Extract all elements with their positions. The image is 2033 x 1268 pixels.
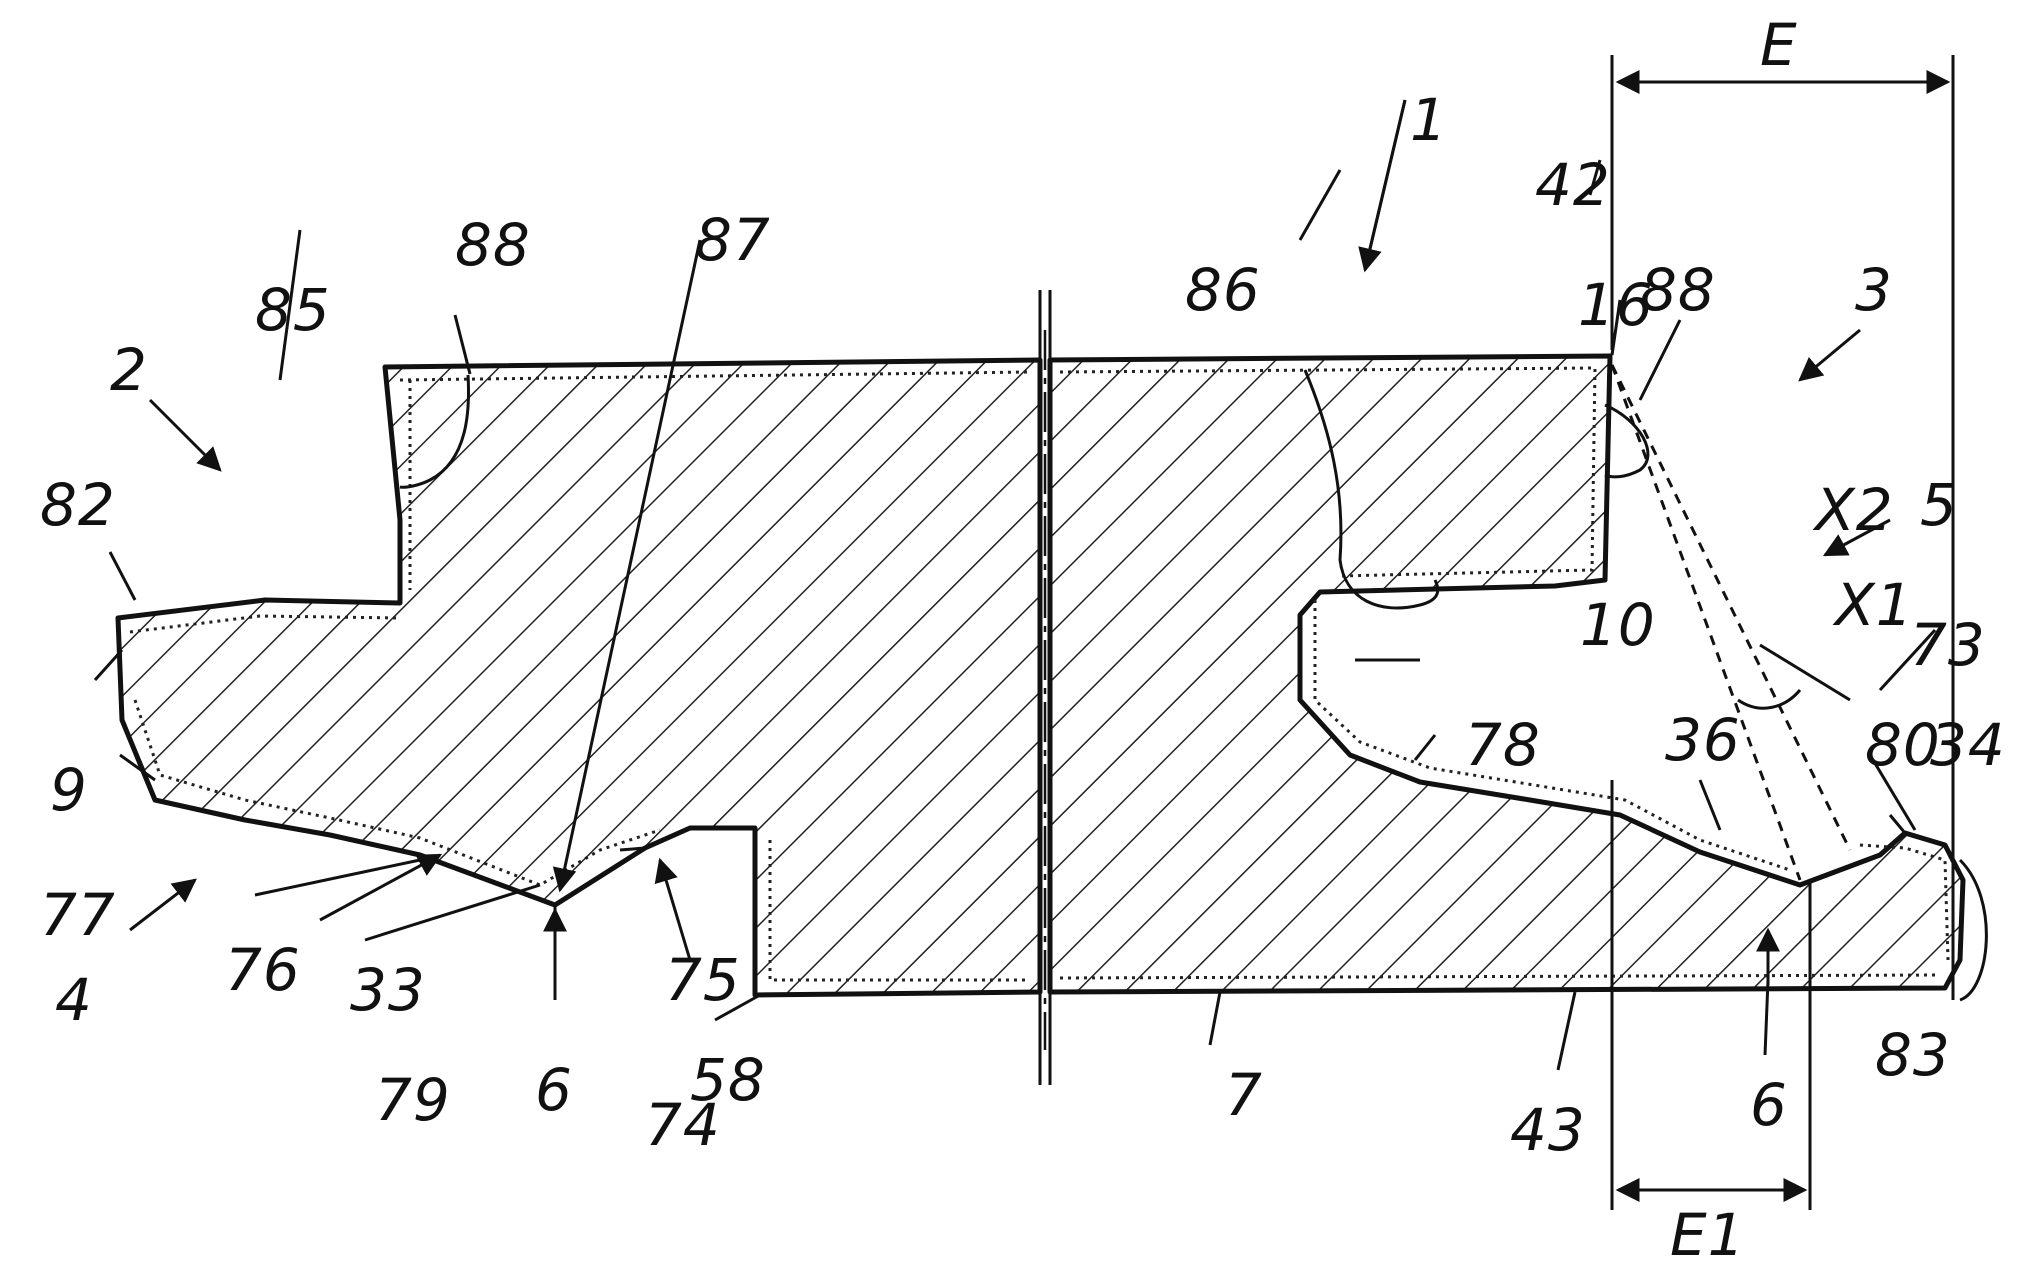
label-E: E <box>1760 11 1798 79</box>
left-section-body <box>118 360 1040 995</box>
arrow-2 <box>150 400 220 470</box>
label-43: 43 <box>1510 1096 1586 1164</box>
right-section-body <box>1050 356 1963 992</box>
inner-contour-88-right <box>1605 405 1648 477</box>
label-73: 73 <box>1910 611 1986 679</box>
label-74: 74 <box>645 1091 721 1159</box>
label-6b: 6 <box>1750 1071 1788 1139</box>
label-5: 5 <box>1920 471 1958 539</box>
label-88a: 88 <box>455 211 531 279</box>
label-33: 33 <box>350 956 426 1024</box>
label-88b: 88 <box>1640 256 1716 324</box>
label-75: 75 <box>665 946 741 1014</box>
label-82: 82 <box>40 471 116 539</box>
label-36: 36 <box>1665 706 1741 774</box>
label-80: 80 <box>1865 711 1941 779</box>
label-X2: X2 <box>1812 476 1894 544</box>
label-1: 1 <box>1410 86 1448 154</box>
label-77: 77 <box>40 881 116 949</box>
label-X1: X1 <box>1832 571 1914 639</box>
label-76: 76 <box>225 936 301 1004</box>
label-6a: 6 <box>535 1056 573 1124</box>
label-34: 34 <box>1930 711 2006 779</box>
label-E1: E1 <box>1670 1201 1746 1268</box>
label-42: 42 <box>1535 151 1611 219</box>
label-7: 7 <box>1225 1061 1263 1129</box>
label-83: 83 <box>1875 1021 1951 1089</box>
arrow-1 <box>1365 100 1405 270</box>
label-87: 87 <box>695 206 771 274</box>
label-2: 2 <box>110 336 148 404</box>
label-85: 85 <box>255 276 331 344</box>
arrow-3 <box>1800 330 1860 380</box>
label-86: 86 <box>1185 256 1261 324</box>
label-9: 9 <box>50 756 88 824</box>
arrow-75 <box>660 860 690 960</box>
angle-arc <box>1738 690 1800 708</box>
label-10: 10 <box>1580 591 1656 659</box>
label-3: 3 <box>1855 256 1893 324</box>
label-78: 78 <box>1465 711 1541 779</box>
label-79: 79 <box>375 1066 451 1134</box>
arrow-4 <box>130 880 195 930</box>
label-4: 4 <box>55 966 93 1034</box>
arrow-76 <box>320 855 440 920</box>
